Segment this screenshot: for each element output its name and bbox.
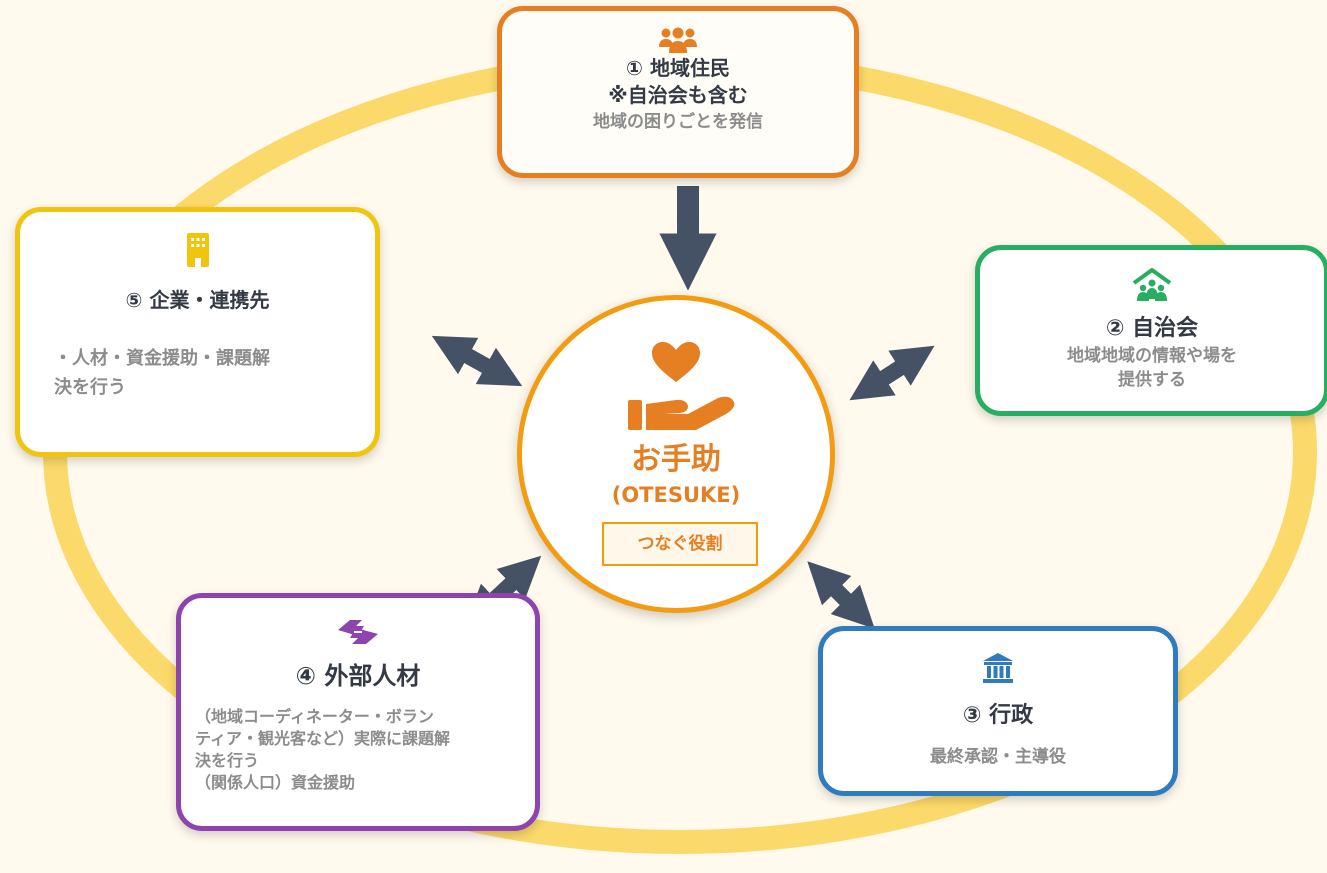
center-subtitle: (OTESUKE)	[611, 483, 741, 507]
council-description-line: 地域地域の情報や場を	[1067, 346, 1237, 366]
center-hub: お手助 (OTESUKE) つなぐ役割	[517, 295, 835, 613]
external-description-line: （関係人口）資金援助	[195, 773, 356, 792]
office-building-icon	[186, 233, 209, 267]
arrow-company-center	[431, 335, 523, 387]
company-description-line: 決を行う	[54, 377, 126, 398]
people-group-icon	[659, 27, 697, 53]
heart-icon	[652, 342, 700, 382]
admin-card: ③ 行政 最終承認・主導役	[818, 626, 1178, 796]
company-description: ・人材・資金援助・課題解 決を行う	[20, 344, 375, 402]
council-description-line: 提供する	[1118, 370, 1186, 390]
admin-title: ③ 行政	[962, 703, 1034, 728]
council-card: ② 自治会 地域地域の情報や場を 提供する	[975, 245, 1327, 416]
council-title: ② 自治会	[1105, 316, 1199, 341]
residents-title: ① 地域住民	[626, 56, 730, 80]
arrow-council-center	[849, 345, 935, 401]
residents-description: 地域の困りごとを発信	[593, 112, 763, 132]
external-description-line: 決を行う	[195, 751, 260, 770]
external-description-line: ティア・観光客など）実際に課題解	[195, 729, 451, 748]
hand-icon	[628, 396, 735, 430]
admin-description: 最終承認・主導役	[930, 747, 1066, 767]
company-title: ⑤ 企業・連携先	[125, 288, 270, 312]
external-description-line: （地域コーディネーター・ボラン	[195, 707, 434, 726]
residents-card: ① 地域住民 ※自治会も含む 地域の困りごとを発信	[497, 6, 859, 178]
external-title: ④ 外部人材	[295, 662, 421, 690]
external-card: ④ 外部人材 （地域コーディネーター・ボラン ティア・観光客など）実際に課題解 …	[176, 593, 540, 831]
external-description: （地域コーディネーター・ボラン ティア・観光客など）実際に課題解 決を行う （関…	[181, 706, 535, 794]
council-description: 地域地域の情報や場を 提供する	[980, 344, 1324, 392]
company-description-line: ・人材・資金援助・課題解	[54, 348, 270, 369]
handshake-icon	[338, 620, 378, 644]
company-card: ⑤ 企業・連携先 ・人材・資金援助・課題解 決を行う	[15, 207, 380, 457]
government-building-icon	[983, 653, 1013, 683]
center-role-badge: つなぐ役割	[602, 522, 758, 566]
center-title: お手助	[631, 442, 721, 477]
community-house-icon	[1132, 268, 1172, 301]
residents-note: ※自治会も含む	[608, 83, 748, 107]
arrow-admin-center	[807, 561, 875, 629]
